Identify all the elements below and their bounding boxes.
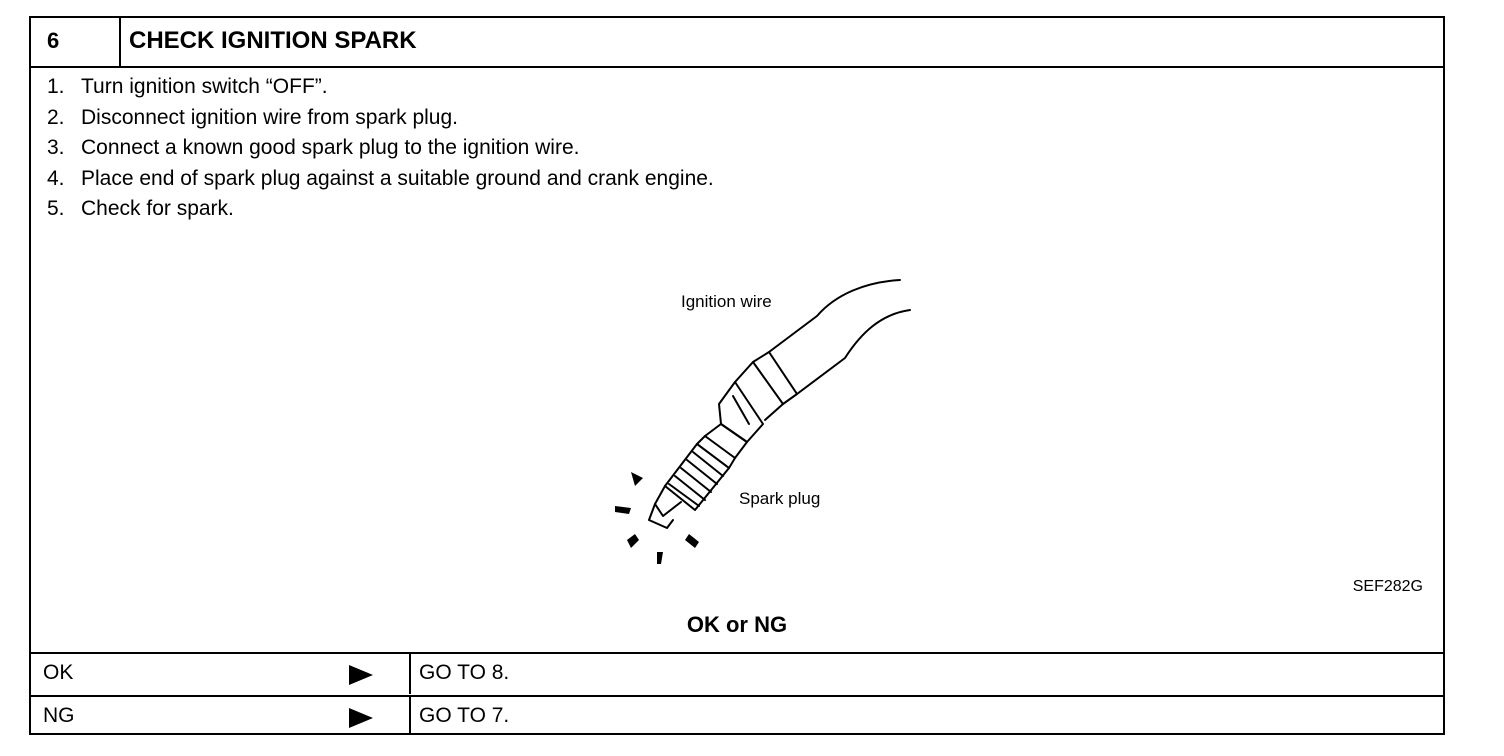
step-title: CHECK IGNITION SPARK	[129, 27, 417, 54]
ignition-wire-label: Ignition wire	[681, 292, 772, 311]
step-index: 4.	[47, 166, 65, 190]
procedure-step: 3. Connect a known good spark plug to the…	[47, 133, 714, 164]
triangle-right-icon	[349, 708, 373, 728]
spark-plug-figure: Ignition wire Spark plug	[571, 258, 991, 578]
column-divider	[409, 697, 411, 735]
step-header: 6 CHECK IGNITION SPARK	[31, 18, 1443, 68]
step-number: 6	[31, 18, 121, 66]
spark-marks-icon	[615, 472, 699, 564]
procedure-steps: 1. Turn ignition switch “OFF”. 2. Disconne…	[47, 72, 714, 225]
result-row-ng: NG GO TO 7.	[31, 695, 1443, 735]
procedure-step: 5. Check for spark.	[47, 194, 714, 225]
spark-plug-label: Spark plug	[739, 489, 821, 508]
result-row-ok: OK GO TO 8.	[31, 652, 1443, 694]
ignition-wire	[796, 309, 911, 395]
step-index: 3.	[47, 136, 65, 159]
step-index: 5.	[47, 197, 65, 220]
column-divider	[409, 654, 411, 694]
result-action: GO TO 7.	[419, 704, 510, 727]
result-action: GO TO 8.	[419, 661, 510, 684]
inspection-procedure-frame: 6 CHECK IGNITION SPARK 1. Turn ignition s…	[29, 16, 1445, 735]
spark-plug-illustration	[615, 279, 911, 564]
procedure-step: 1. Turn ignition switch “OFF”.	[47, 72, 714, 103]
result-key: OK	[43, 661, 74, 684]
step-index: 1.	[47, 75, 65, 98]
plug-electrode	[654, 485, 682, 517]
procedure-step: 2. Disconnect ignition wire from spark pl…	[47, 103, 714, 134]
procedure-step: 4. Place end of spark plug against a suit…	[47, 164, 714, 195]
decision-prompt: OK or NG	[686, 612, 788, 637]
plug-boot	[752, 351, 798, 405]
figure-code: SEF282G	[1352, 578, 1423, 595]
plug-collar	[704, 423, 748, 459]
step-index: 2.	[47, 105, 65, 129]
step-text: Disconnect ignition wire from spark plug…	[81, 105, 458, 129]
step-text: Check for spark.	[81, 197, 234, 220]
step-text: Turn ignition switch “OFF”.	[81, 75, 328, 98]
step-text: Place end of spark plug against a suitab…	[81, 166, 714, 190]
plug-thread	[664, 443, 730, 511]
result-key: NG	[43, 704, 75, 727]
step-text: Connect a known good spark plug to the i…	[81, 136, 580, 159]
ignition-wire	[768, 279, 901, 353]
triangle-right-icon	[349, 665, 373, 685]
